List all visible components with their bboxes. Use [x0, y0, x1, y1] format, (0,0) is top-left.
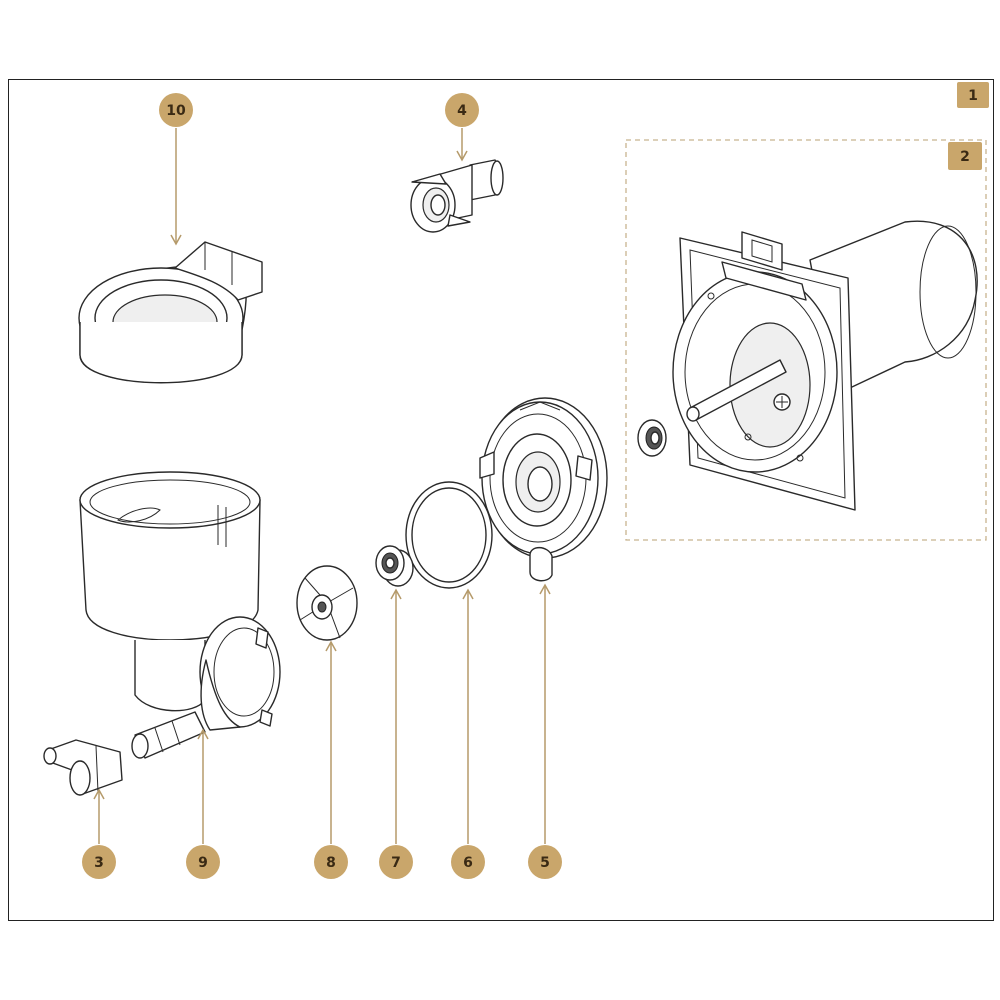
svg-text:5: 5	[540, 855, 550, 871]
part-9-pump-housing	[79, 471, 281, 759]
callout-7: 7	[379, 845, 413, 879]
callout-6: 6	[451, 845, 485, 879]
callout-3: 3	[82, 845, 116, 879]
leader-8-arrowhead	[325, 640, 337, 652]
svg-text:4: 4	[457, 103, 467, 119]
callout-leader-lines	[93, 128, 551, 844]
leader-7-arrowhead	[390, 588, 402, 600]
part-8-impeller	[296, 565, 358, 641]
callout-1: 1	[957, 82, 989, 108]
svg-text:6: 6	[463, 855, 473, 871]
svg-text:9: 9	[198, 855, 208, 871]
part-5-pump-cover	[479, 397, 608, 582]
part-2-motor	[672, 220, 978, 511]
part-7-bushing	[375, 545, 414, 587]
part-10-float-ring	[78, 241, 263, 384]
leader-10-arrowhead	[170, 234, 182, 246]
svg-text:1: 1	[968, 88, 978, 104]
svg-text:10: 10	[166, 103, 186, 119]
leader-6-arrowhead	[462, 588, 474, 600]
callout-5: 5	[528, 845, 562, 879]
callout-10: 10	[159, 93, 193, 127]
callout-9: 9	[186, 845, 220, 879]
leader-3-arrowhead	[93, 788, 105, 800]
svg-text:3: 3	[94, 855, 104, 871]
motor-assembly-group-border	[625, 139, 987, 541]
shaft-seal	[637, 419, 667, 457]
leader-9-arrowhead	[197, 728, 209, 740]
part-4-impeller-insert	[410, 159, 504, 233]
svg-text:8: 8	[326, 855, 336, 871]
leader-4-arrowhead	[456, 150, 468, 162]
callout-8: 8	[314, 845, 348, 879]
svg-text:7: 7	[391, 855, 401, 871]
part-3-elbow	[43, 739, 123, 796]
part-6-o-ring	[405, 481, 493, 589]
callout-4: 4	[445, 93, 479, 127]
diagram-frame	[8, 79, 994, 921]
callout-2: 2	[948, 142, 982, 170]
leader-5-arrowhead	[539, 583, 551, 595]
svg-text:2: 2	[960, 149, 970, 165]
